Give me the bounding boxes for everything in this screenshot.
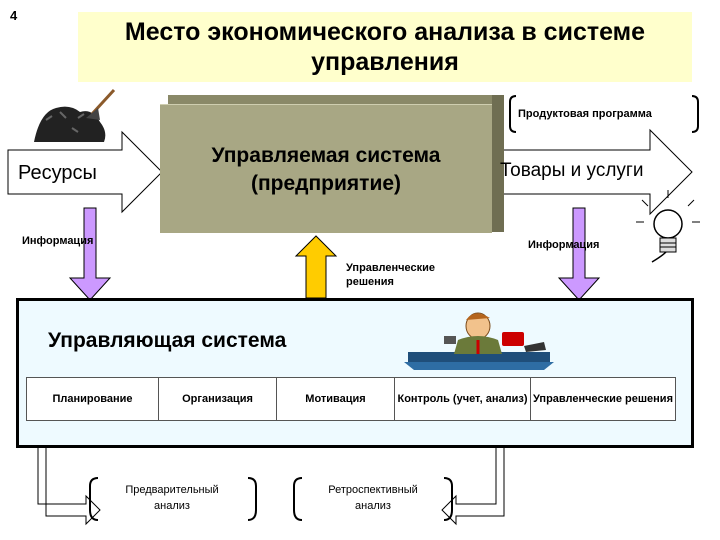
retro-brace-right <box>443 477 453 521</box>
product-bracket-left <box>509 95 517 133</box>
function-control: Контроль (учет, анализ) <box>395 378 531 420</box>
decisions-line1: Управленческие <box>346 262 435 274</box>
slide-title: Место экономического анализа в системе у… <box>124 18 646 76</box>
managed-system-label: Управляемая система (предприятие) <box>160 142 492 198</box>
info-arrow-left <box>68 207 112 301</box>
preliminary-line2: анализ <box>154 500 190 512</box>
manager-clipart-icon <box>404 312 554 370</box>
light-bulb-icon <box>636 190 700 263</box>
managed-system-box <box>160 104 492 233</box>
managed-system-line2: (предприятие) <box>250 172 402 195</box>
decisions-label: Управленческие решения <box>346 261 476 289</box>
retro-brace-left <box>293 477 303 521</box>
function-motivation: Мотивация <box>277 378 395 420</box>
info-arrow-right <box>557 207 601 301</box>
function-decisions: Управленческие решения <box>533 393 673 405</box>
prelim-brace-left <box>89 477 99 521</box>
info-label-left: Информация <box>22 235 94 247</box>
coal-pile-icon <box>34 88 116 142</box>
decisions-line2: решения <box>346 276 394 288</box>
preliminary-analysis-label: Предварительный анализ <box>112 482 232 514</box>
product-program-label: Продуктовая программа <box>518 108 652 120</box>
decision-arrow <box>294 235 338 299</box>
control-system-title: Управляющая система <box>48 329 287 352</box>
product-program: Продуктовая программа <box>510 96 652 132</box>
goods-arrow <box>491 128 693 216</box>
managed-system-line1: Управляемая система <box>211 144 441 167</box>
prelim-brace-right <box>247 477 257 521</box>
resources-label: Ресурсы <box>18 162 97 184</box>
retrospective-analysis-label: Ретроспективный анализ <box>308 482 438 514</box>
preliminary-line1: Предварительный <box>125 484 219 496</box>
retrospective-line2: анализ <box>355 500 391 512</box>
product-bracket-right <box>691 95 699 133</box>
slide-number: 4 <box>10 8 18 23</box>
functions-table: Планирование Организация Мотивация Контр… <box>26 377 676 421</box>
retrospective-line1: Ретроспективный <box>328 484 418 496</box>
function-organization: Организация <box>159 378 277 420</box>
managed-box-side <box>492 95 504 232</box>
managed-box-top <box>168 95 504 105</box>
function-planning: Планирование <box>27 378 159 420</box>
info-label-right: Информация <box>528 239 600 251</box>
title-box: Место экономического анализа в системе у… <box>78 12 692 82</box>
control-system-box <box>16 298 694 448</box>
resources-arrow <box>7 130 163 214</box>
goods-label: Товары и услуги <box>500 160 644 181</box>
